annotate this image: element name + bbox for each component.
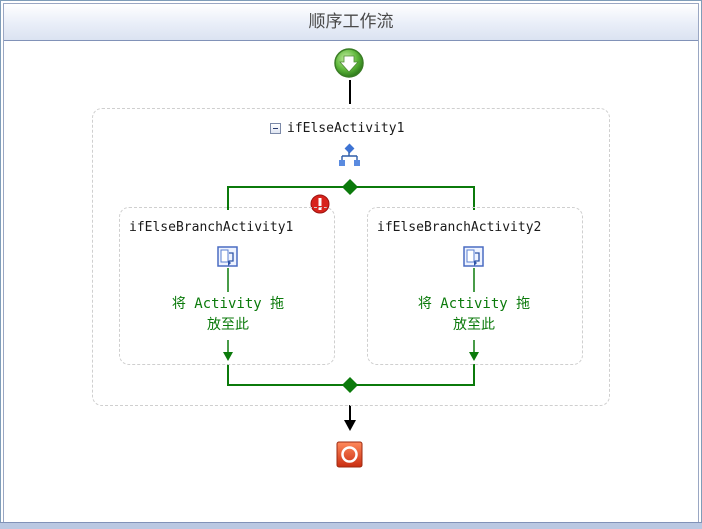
ifelse-branch-2[interactable] bbox=[367, 207, 583, 365]
ifelse-activity-name: ifElseActivity1 bbox=[287, 120, 405, 136]
split-diamond[interactable] bbox=[342, 179, 358, 195]
branch2-arrowhead bbox=[469, 352, 479, 361]
branch-2-drop-zone[interactable]: 将 Activity 拖 放至此 bbox=[399, 294, 549, 336]
branch-1-drop-zone[interactable]: 将 Activity 拖 放至此 bbox=[153, 294, 303, 336]
branch-1-drop-text-line1: 将 Activity 拖 bbox=[171, 296, 285, 312]
bottom-status-strip bbox=[0, 522, 702, 529]
branch1-arrowhead bbox=[223, 352, 233, 361]
ifelse-branch-1[interactable] bbox=[119, 207, 335, 365]
branch-2-title: ifElseBranchActivity2 bbox=[377, 220, 542, 235]
end-arrowhead bbox=[344, 420, 356, 431]
merge-diamond[interactable] bbox=[342, 377, 358, 393]
error-icon[interactable] bbox=[310, 194, 330, 214]
ifelse-activity-header: ifElseActivity1 bbox=[270, 119, 404, 137]
ifelse-activity-container[interactable] bbox=[92, 108, 610, 406]
collapse-icon[interactable] bbox=[270, 122, 281, 134]
workflow-title: 顺序工作流 bbox=[308, 12, 394, 32]
workflow-title-bar: 顺序工作流 bbox=[4, 4, 698, 41]
branch-1-title: ifElseBranchActivity1 bbox=[129, 220, 294, 235]
branch-2-drop-text-line2: 放至此 bbox=[453, 317, 495, 333]
branch-activity-icon bbox=[463, 246, 484, 267]
branch-1-drop-text-line2: 放至此 bbox=[207, 317, 249, 333]
stop-icon[interactable] bbox=[336, 441, 363, 468]
branch-2-drop-text-line1: 将 Activity 拖 bbox=[417, 296, 531, 312]
start-arrow-icon[interactable] bbox=[334, 48, 364, 78]
branch-activity-icon bbox=[217, 246, 238, 267]
